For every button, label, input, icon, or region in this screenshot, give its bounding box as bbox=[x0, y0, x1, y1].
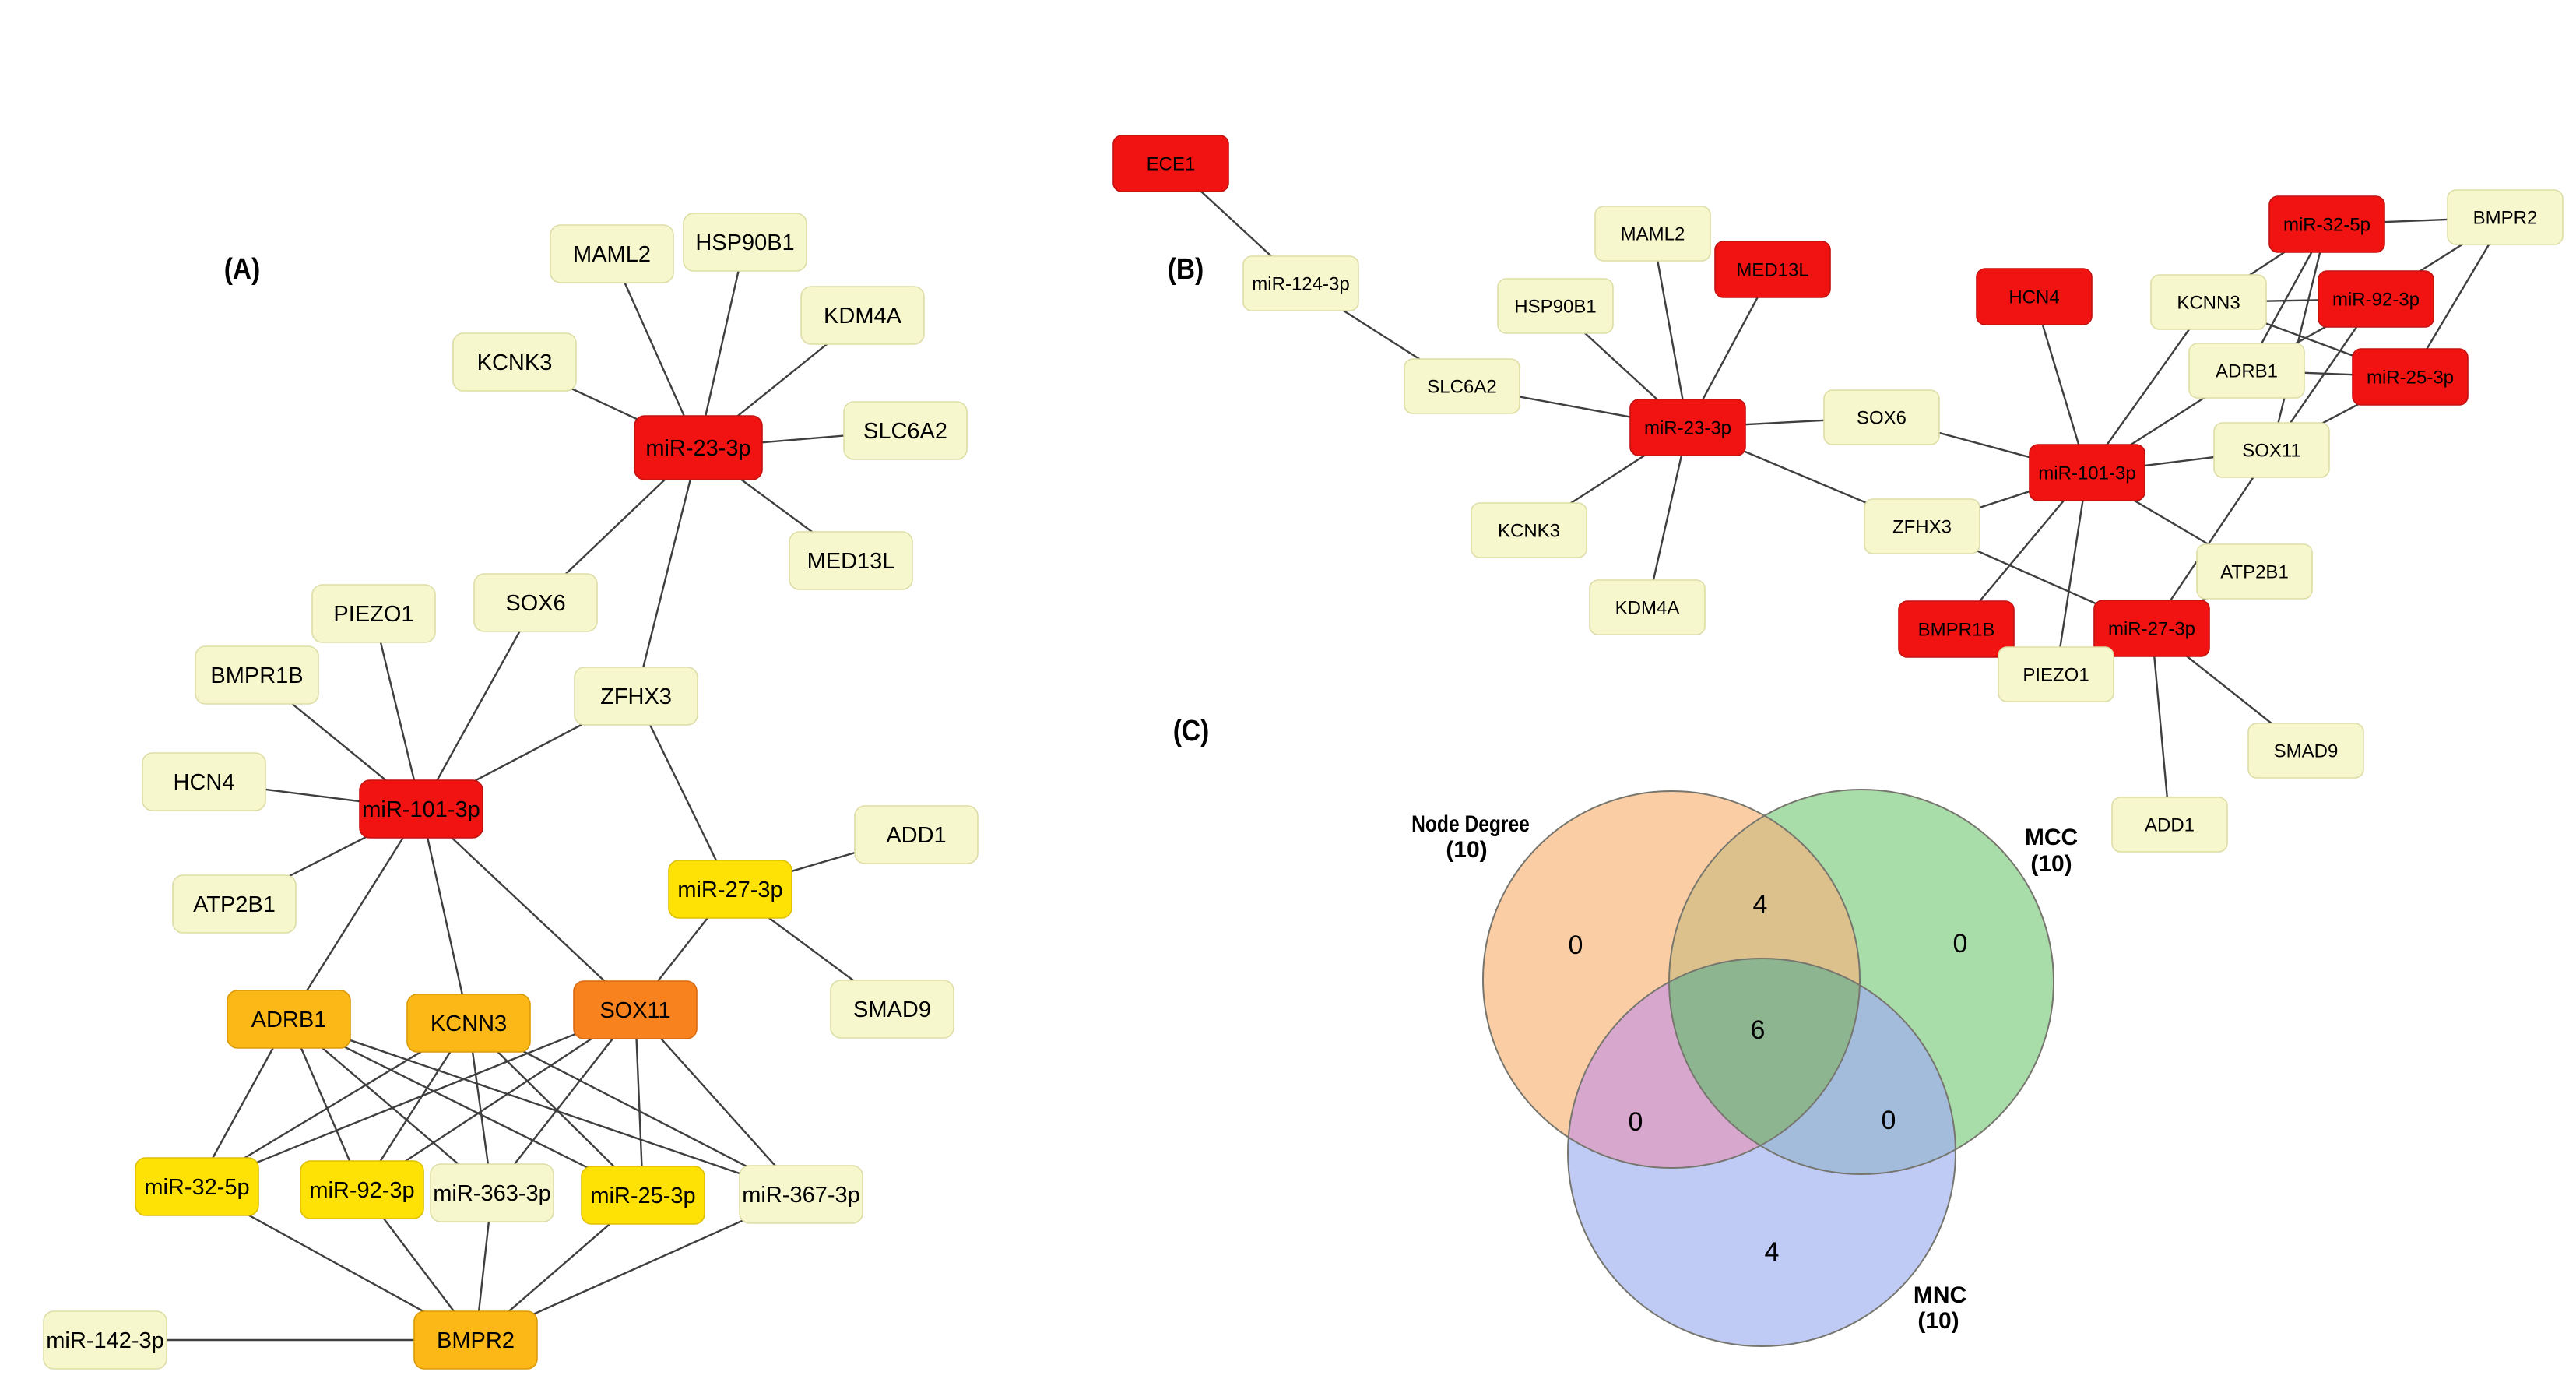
svg-text:MAML2: MAML2 bbox=[1621, 223, 1685, 244]
svg-text:SMAD9: SMAD9 bbox=[2274, 740, 2339, 762]
svg-text:BMPR2: BMPR2 bbox=[437, 1328, 515, 1353]
svg-text:BMPR1B: BMPR1B bbox=[210, 663, 303, 688]
svg-text:ATP2B1: ATP2B1 bbox=[193, 892, 276, 917]
svg-text:ADRB1: ADRB1 bbox=[251, 1008, 327, 1032]
svg-text:HCN4: HCN4 bbox=[2008, 287, 2059, 308]
svg-text:PIEZO1: PIEZO1 bbox=[333, 602, 413, 627]
svg-text:miR-142-3p: miR-142-3p bbox=[46, 1328, 164, 1353]
svg-text:(B): (B) bbox=[1168, 252, 1204, 285]
svg-text:miR-27-3p: miR-27-3p bbox=[2108, 618, 2195, 639]
svg-text:ECE1: ECE1 bbox=[1147, 153, 1196, 174]
svg-text:MCC: MCC bbox=[2025, 825, 2078, 850]
svg-text:SOX6: SOX6 bbox=[1857, 407, 1907, 428]
svg-text:miR-101-3p: miR-101-3p bbox=[362, 797, 480, 822]
svg-text:KCNK3: KCNK3 bbox=[477, 350, 553, 375]
svg-text:HSP90B1: HSP90B1 bbox=[695, 230, 794, 255]
svg-text:(10): (10) bbox=[1917, 1308, 1959, 1334]
svg-text:miR-101-3p: miR-101-3p bbox=[2038, 463, 2135, 484]
svg-text:miR-25-3p: miR-25-3p bbox=[590, 1184, 695, 1208]
svg-text:MAML2: MAML2 bbox=[573, 242, 651, 267]
svg-text:MNC: MNC bbox=[1914, 1282, 1966, 1308]
svg-text:miR-92-3p: miR-92-3p bbox=[2332, 289, 2420, 310]
svg-text:miR-32-5p: miR-32-5p bbox=[2283, 214, 2370, 235]
svg-text:KCNK3: KCNK3 bbox=[1498, 520, 1560, 541]
svg-text:PIEZO1: PIEZO1 bbox=[2022, 664, 2089, 685]
svg-text:SLC6A2: SLC6A2 bbox=[863, 419, 947, 444]
svg-text:4: 4 bbox=[1753, 890, 1768, 920]
svg-text:MED13L: MED13L bbox=[807, 549, 895, 574]
svg-text:SOX11: SOX11 bbox=[2242, 440, 2301, 461]
svg-text:0: 0 bbox=[1953, 929, 1968, 959]
svg-text:miR-92-3p: miR-92-3p bbox=[309, 1178, 414, 1203]
svg-text:ZFHX3: ZFHX3 bbox=[1892, 516, 1952, 537]
svg-text:4: 4 bbox=[1765, 1237, 1780, 1267]
svg-text:0: 0 bbox=[1629, 1107, 1643, 1137]
svg-text:6: 6 bbox=[1751, 1015, 1766, 1045]
svg-text:ADRB1: ADRB1 bbox=[2216, 361, 2278, 382]
svg-text:miR-124-3p: miR-124-3p bbox=[1252, 273, 1349, 294]
svg-text:HSP90B1: HSP90B1 bbox=[1514, 296, 1596, 317]
svg-text:SOX6: SOX6 bbox=[505, 591, 565, 616]
svg-text:ADD1: ADD1 bbox=[2145, 814, 2195, 835]
svg-text:(C): (C) bbox=[1173, 714, 1209, 747]
svg-text:miR-27-3p: miR-27-3p bbox=[677, 878, 782, 902]
svg-text:miR-23-3p: miR-23-3p bbox=[1644, 417, 1731, 438]
svg-text:KDM4A: KDM4A bbox=[1615, 597, 1680, 618]
svg-text:miR-367-3p: miR-367-3p bbox=[742, 1183, 860, 1208]
svg-text:SOX11: SOX11 bbox=[599, 998, 670, 1023]
svg-text:HCN4: HCN4 bbox=[174, 770, 235, 795]
svg-text:(A): (A) bbox=[224, 252, 260, 285]
svg-text:KCNN3: KCNN3 bbox=[2177, 292, 2240, 313]
svg-text:miR-363-3p: miR-363-3p bbox=[433, 1181, 551, 1206]
svg-text:(10): (10) bbox=[1446, 837, 1487, 863]
svg-text:SLC6A2: SLC6A2 bbox=[1427, 376, 1496, 397]
svg-text:KCNN3: KCNN3 bbox=[431, 1011, 507, 1036]
svg-text:0: 0 bbox=[1882, 1106, 1896, 1135]
svg-text:KDM4A: KDM4A bbox=[824, 304, 902, 329]
svg-text:miR-23-3p: miR-23-3p bbox=[645, 436, 750, 461]
svg-text:ADD1: ADD1 bbox=[886, 823, 946, 848]
svg-text:BMPR1B: BMPR1B bbox=[1918, 619, 1995, 640]
svg-text:MED13L: MED13L bbox=[1736, 259, 1808, 280]
svg-text:miR-32-5p: miR-32-5p bbox=[144, 1175, 249, 1200]
svg-text:BMPR2: BMPR2 bbox=[2473, 207, 2538, 228]
svg-text:miR-25-3p: miR-25-3p bbox=[2367, 367, 2454, 388]
svg-text:0: 0 bbox=[1569, 930, 1583, 960]
svg-text:ATP2B1: ATP2B1 bbox=[2220, 561, 2289, 582]
svg-text:ZFHX3: ZFHX3 bbox=[600, 684, 672, 709]
svg-text:Node Degree: Node Degree bbox=[1411, 811, 1530, 837]
svg-text:(10): (10) bbox=[2030, 851, 2072, 877]
svg-text:SMAD9: SMAD9 bbox=[853, 997, 931, 1022]
